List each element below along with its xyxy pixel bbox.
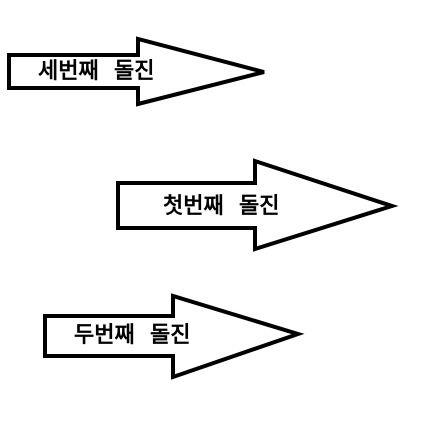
arrow-third-charge-label: 세번째 돌진 (38, 59, 155, 84)
arrow-first-charge-shape (116, 158, 399, 252)
arrow-third-charge: 세번째 돌진 (7, 36, 265, 107)
arrow-second-charge: 두번째 돌진 (43, 293, 305, 380)
arrow-first-charge-label: 첫번째 돌진 (163, 194, 280, 219)
arrow-second-charge-label: 두번째 돌진 (74, 323, 191, 348)
arrow-second-charge-shape (43, 293, 305, 380)
arrow-third-charge-shape (7, 36, 265, 107)
arrow-first-charge: 첫번째 돌진 (116, 158, 399, 252)
